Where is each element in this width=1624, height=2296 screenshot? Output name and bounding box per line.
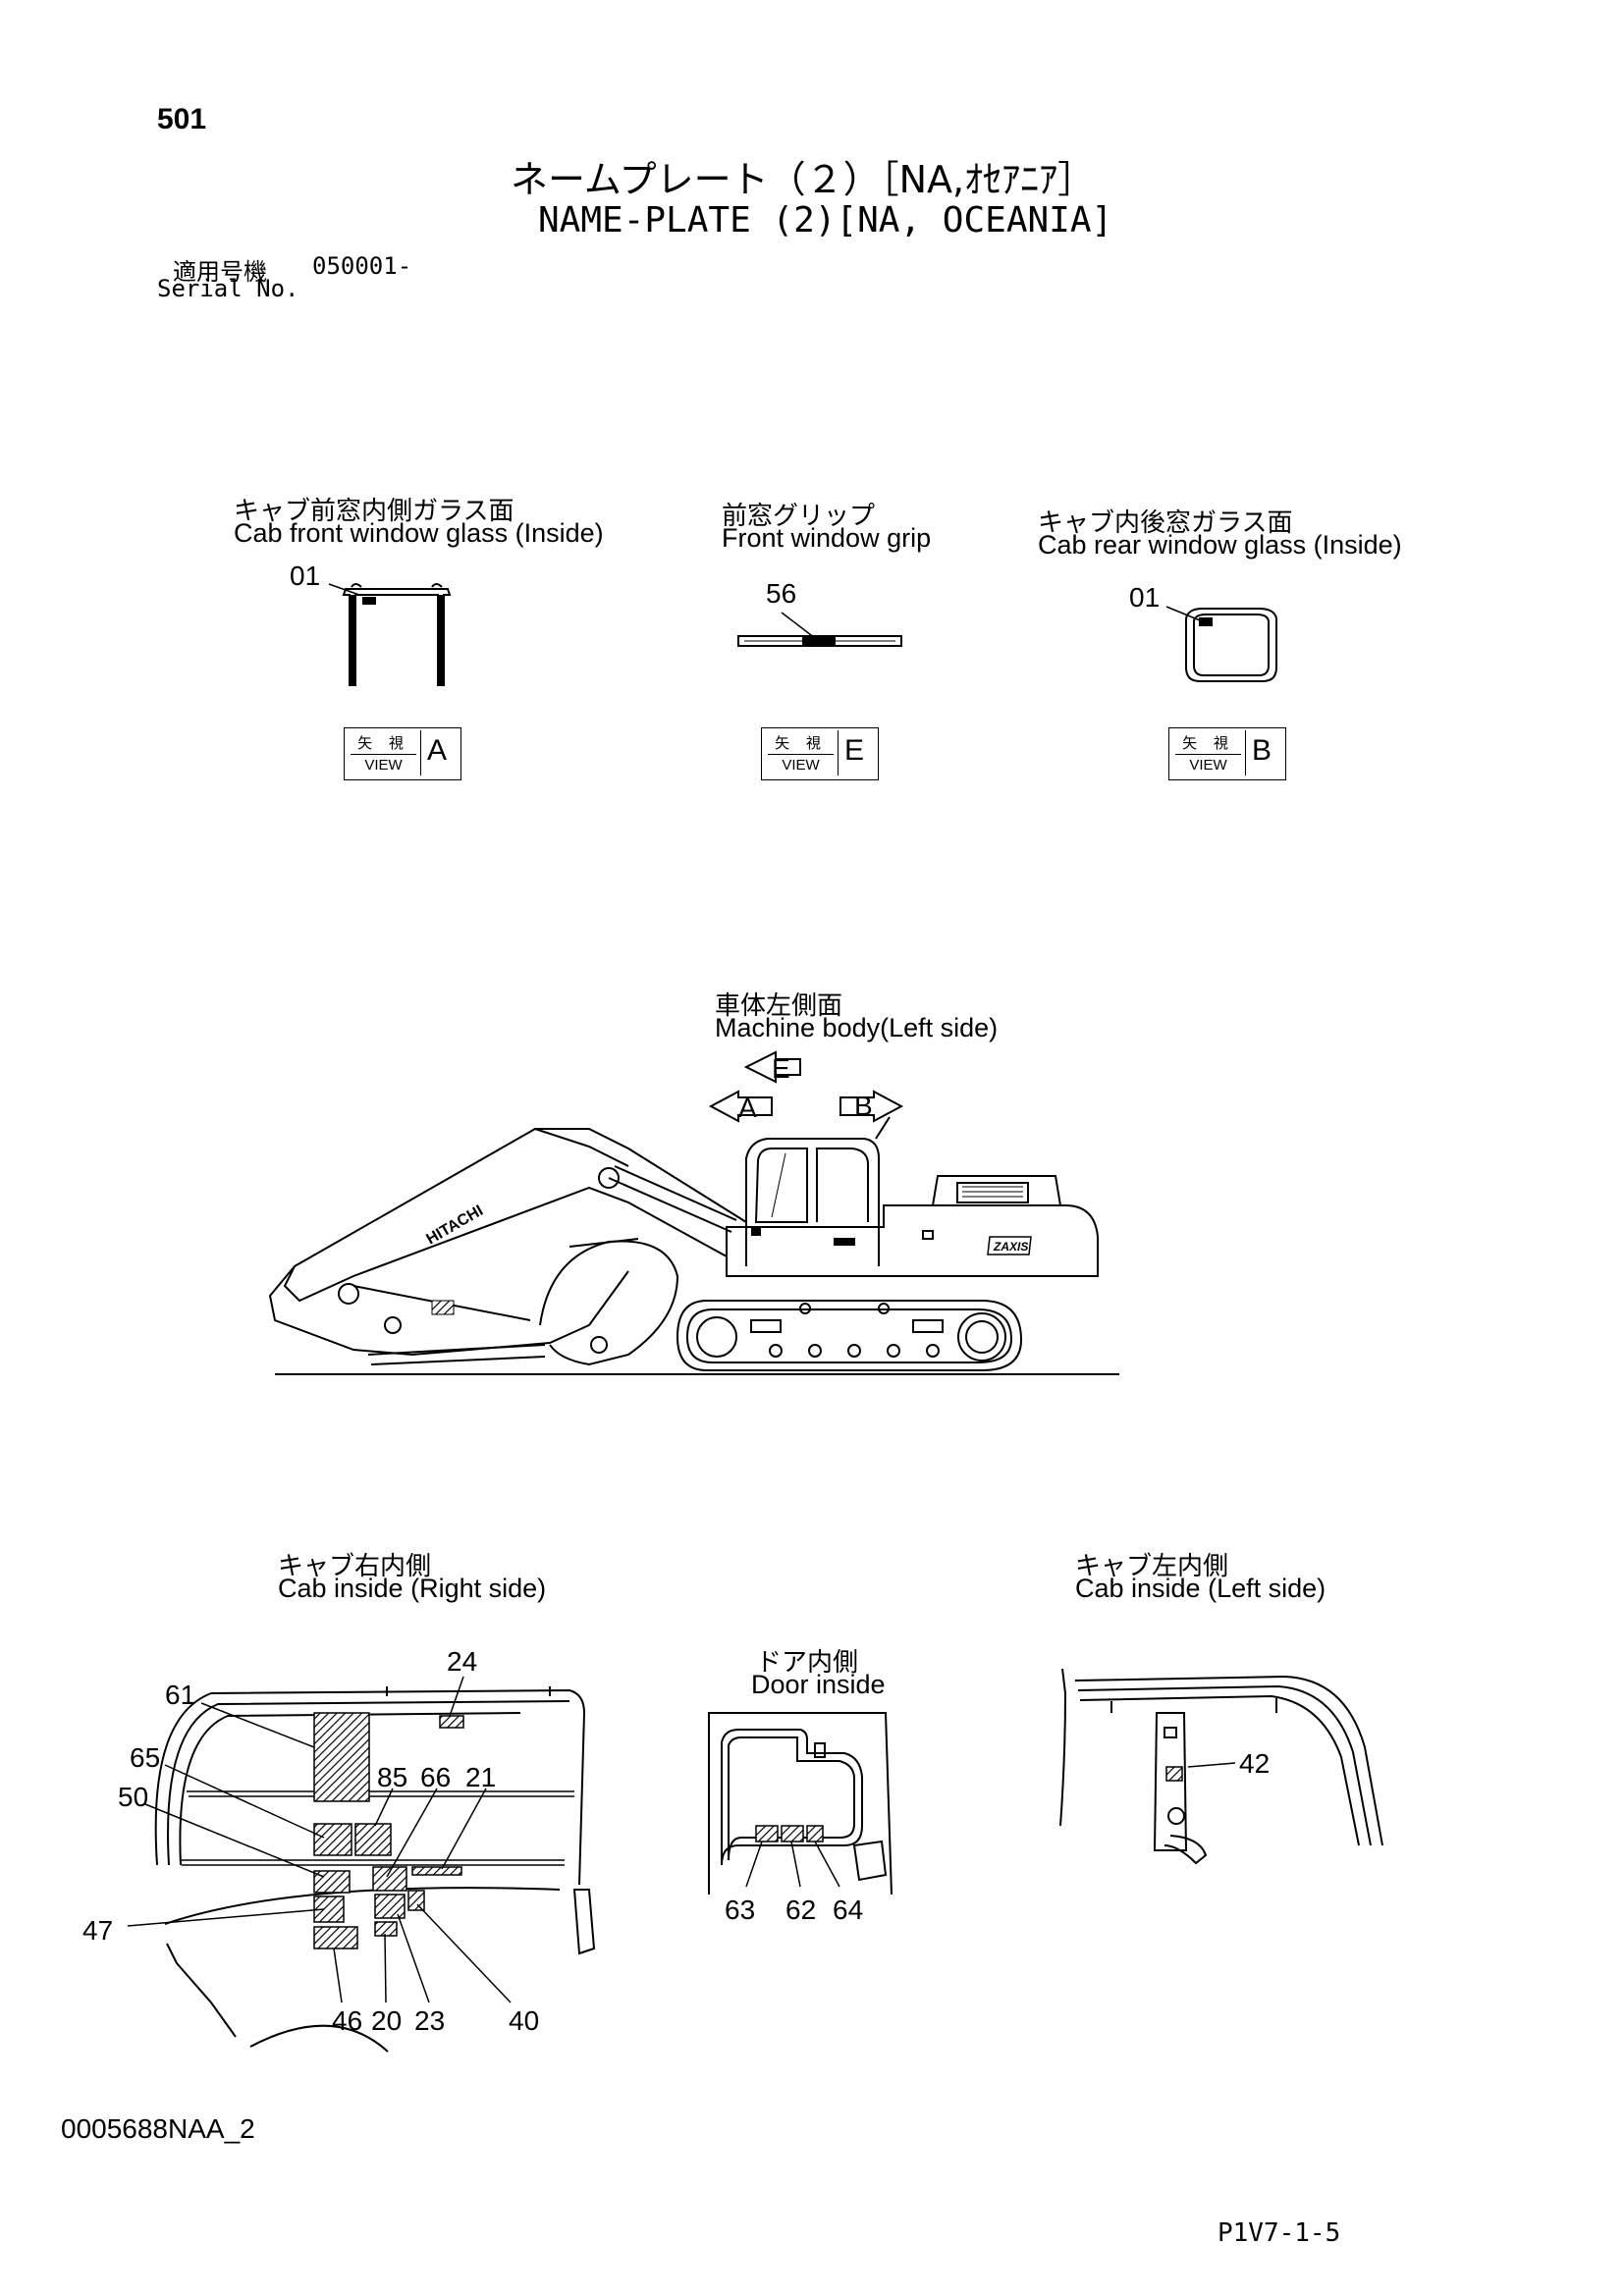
cab-inside-right-title-en: Cab inside (Right side) — [278, 1574, 547, 1603]
front-window-grip-part-number: 56 — [766, 578, 796, 609]
callout-61: 61 — [165, 1680, 195, 1710]
machine-arrow-a-letter: A — [738, 1093, 757, 1123]
machine-arrow-e-letter: E — [772, 1053, 790, 1084]
cab-front-window-part-number: 01 — [290, 561, 320, 591]
callout-21: 21 — [465, 1762, 496, 1792]
door-inside-title-jp: ドア内側 — [756, 1648, 859, 1678]
page-number: 501 — [157, 103, 207, 135]
cab-inside-left-title-jp: キャブ左内側 — [1075, 1552, 1229, 1581]
callout-85: 85 — [377, 1762, 407, 1792]
cab-inside-left-title-en: Cab inside (Left side) — [1075, 1574, 1326, 1603]
callout-24: 24 — [447, 1646, 477, 1677]
cab-rear-window-title-en: Cab rear window glass (Inside) — [1038, 530, 1402, 560]
callout-66: 66 — [420, 1762, 451, 1792]
cab-inside-left-drawing — [1059, 1668, 1383, 1865]
door-inside-drawing — [708, 1712, 893, 1896]
cab-inside-right-drawing — [127, 1676, 596, 2053]
front-window-grip-title-jp: 前窓グリップ — [722, 502, 876, 531]
cab-front-window-title-en: Cab front window glass (Inside) — [234, 518, 604, 548]
title-japanese: ネームプレート（２）［NA,ｵｾｱﾆｱ］ — [511, 158, 1096, 201]
serial-range: 050001- — [312, 252, 412, 280]
cab-rear-window-part-number: 01 — [1129, 582, 1160, 613]
callout-42: 42 — [1239, 1748, 1270, 1779]
callout-46: 46 — [332, 2005, 362, 2036]
page-code: P1V7-1-5 — [1218, 2218, 1341, 2248]
front-window-grip-drawing — [737, 612, 902, 647]
machine-body-title-jp: 車体左側面 — [715, 991, 843, 1021]
serial-label-japanese: 適用号機 — [173, 258, 267, 286]
cab-front-window-drawing — [328, 583, 452, 686]
svg-text:HITACHI: HITACHI — [424, 1202, 487, 1249]
view-arrow-a — [708, 1090, 773, 1123]
machine-arrow-b-letter: B — [854, 1091, 873, 1121]
drawing-id: 0005688NAA_2 — [61, 2113, 255, 2144]
door-inside-title-en: Door inside — [751, 1670, 886, 1699]
callout-20: 20 — [371, 2005, 402, 2036]
cab-inside-right-title-jp: キャブ右内側 — [278, 1552, 432, 1581]
view-arrow-e — [743, 1050, 801, 1084]
title-english: NAME-PLATE (2)[NA, OCEANIA] — [538, 200, 1113, 240]
front-window-grip-title-en: Front window grip — [722, 523, 932, 553]
callout-50: 50 — [118, 1782, 148, 1812]
callout-40: 40 — [509, 2005, 539, 2036]
callout-23: 23 — [414, 2005, 445, 2036]
machine-body-title-en: Machine body(Left side) — [715, 1013, 999, 1042]
callout-47: 47 — [82, 1915, 113, 1946]
callout-63: 63 — [725, 1895, 755, 1925]
callout-62: 62 — [785, 1895, 816, 1925]
cab-rear-window-drawing — [1165, 606, 1277, 682]
cab-rear-window-title-jp: キャブ内後窓ガラス面 — [1038, 508, 1293, 538]
excavator-drawing: ZAXIS HITACHI — [268, 1050, 1119, 1375]
view-arrow-b — [839, 1090, 904, 1123]
cab-front-window-title-jp: キャブ前窓内側ガラス面 — [234, 497, 514, 526]
svg-text:ZAXIS: ZAXIS — [993, 1240, 1028, 1254]
serial-label-english: Serial No. — [157, 275, 299, 302]
callout-65: 65 — [130, 1742, 160, 1773]
callout-64: 64 — [833, 1895, 863, 1925]
